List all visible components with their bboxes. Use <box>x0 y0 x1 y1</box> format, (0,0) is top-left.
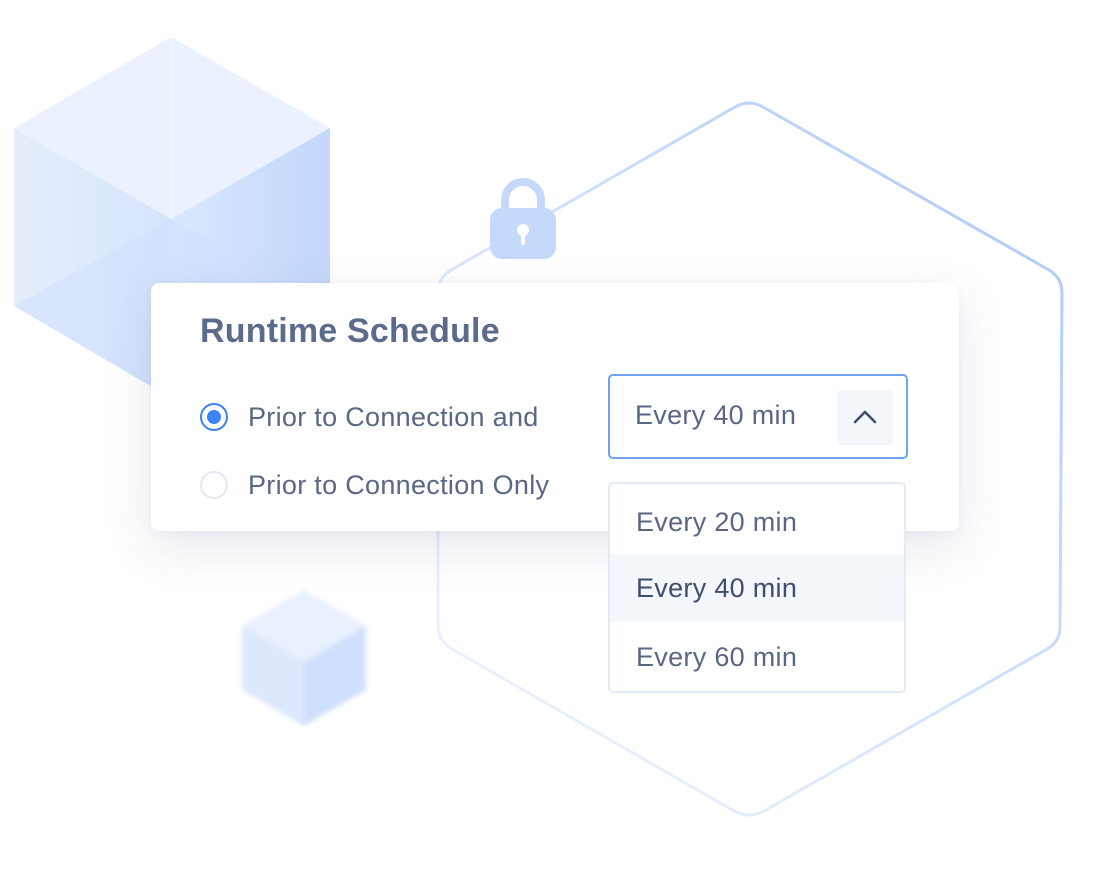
panel-title: Runtime Schedule <box>200 312 500 350</box>
radio-option-prior-to-connection-only[interactable]: Prior to Connection Only <box>200 467 549 503</box>
interval-dropdown-list: Every 20 min Every 40 min Every 60 min <box>608 482 906 693</box>
lock-icon <box>490 178 556 259</box>
radio-option-prior-to-connection-and[interactable]: Prior to Connection and <box>200 399 539 435</box>
select-value: Every 40 min <box>635 400 797 430</box>
radio-button-unchecked[interactable] <box>200 471 228 499</box>
radio-label: Prior to Connection and <box>248 401 539 432</box>
dropdown-option-60-min[interactable]: Every 60 min <box>636 641 798 672</box>
radio-button-checked[interactable] <box>200 403 228 431</box>
select-toggle-button[interactable] <box>837 390 893 445</box>
dropdown-option-40-min[interactable]: Every 40 min <box>610 554 904 622</box>
radio-label: Prior to Connection Only <box>248 469 550 500</box>
chevron-up-icon <box>853 410 877 424</box>
interval-select[interactable]: Every 40 min <box>608 374 908 459</box>
small-cube-shape <box>242 590 366 726</box>
dropdown-option-20-min[interactable]: Every 20 min <box>636 506 798 537</box>
radio-dot <box>207 410 221 424</box>
